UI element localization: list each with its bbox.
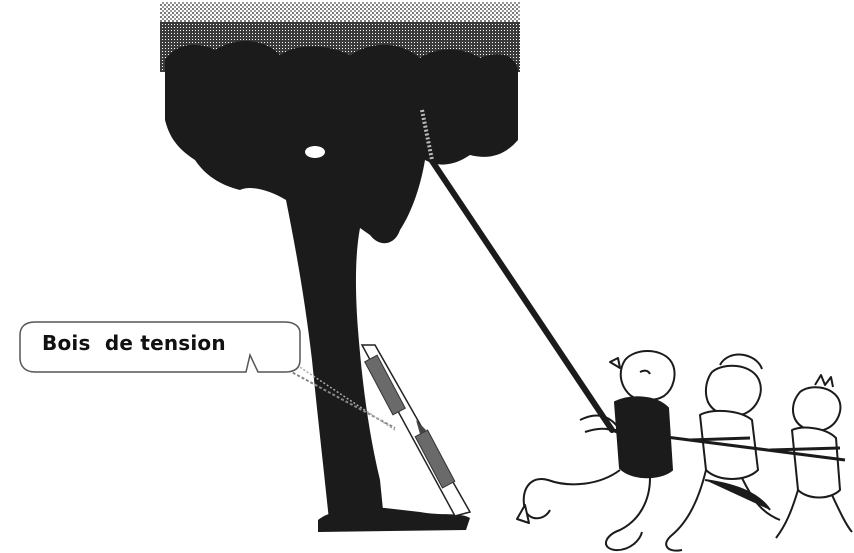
canopy-gap [305, 146, 325, 158]
people-pulling-rope [517, 351, 852, 551]
callout-label: Bois de tension [42, 331, 226, 355]
tree-crown [165, 41, 518, 530]
rope [430, 158, 612, 430]
trunk-base [318, 507, 470, 532]
